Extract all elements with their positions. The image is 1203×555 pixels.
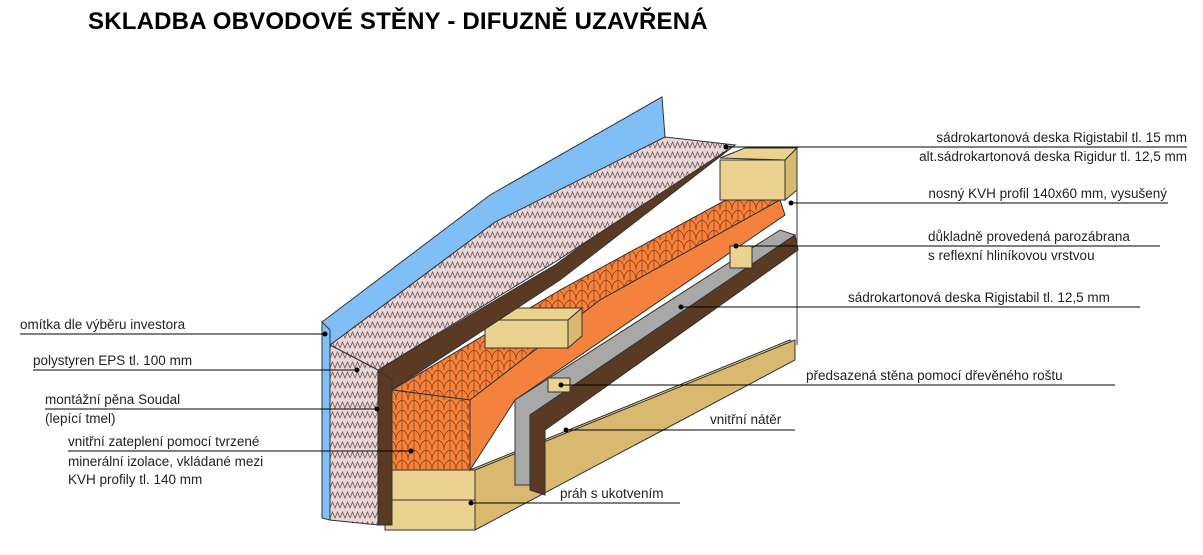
- label-foam: montážní pěna Soudal: [45, 392, 181, 407]
- kvh-block-right-top: [719, 147, 799, 161]
- eps-front: [329, 344, 379, 526]
- label-foam-2: (lepící tmel): [45, 411, 116, 426]
- label-kvh-profile: nosný KVH profil 140x60 mm, vysušený: [928, 186, 1167, 201]
- insulation-side: [469, 199, 786, 472]
- label-gypsum-125: sádrokartonová deska Rigistabil tl. 12,5…: [848, 290, 1110, 305]
- kvh-block-right: [719, 159, 786, 201]
- label-interior-paint: vnitřní nátěr: [710, 412, 782, 427]
- interior-board: [529, 234, 799, 496]
- label-service-wall: předsazená stěna pomocí dřevěného roštu: [806, 368, 1063, 383]
- sill-side: [474, 339, 796, 531]
- kvh-block-front: [484, 319, 569, 349]
- plaster-front: [321, 320, 331, 521]
- board-front: [377, 369, 393, 526]
- label-sill: práh s ukotvením: [560, 486, 664, 501]
- insulation-front: [391, 389, 471, 471]
- label-insulation-2: minerální izolace, vkládané mezi: [68, 454, 264, 469]
- label-gypsum-alt: alt.sádrokartonová deska Rigidur tl. 12,…: [919, 149, 1187, 164]
- page-title: SKLADBA OBVODOVÉ STĚNY - DIFUZNĚ UZAVŘEN…: [88, 8, 708, 35]
- label-eps: polystyren EPS tl. 100 mm: [33, 353, 193, 368]
- label-insulation-3: KVH profily tl. 140 mm: [68, 472, 203, 487]
- batten: [729, 245, 753, 269]
- label-vapour-barrier: důkladně provedená parozábrana: [928, 229, 1130, 244]
- leader-lines: [20, 146, 1187, 504]
- label-insulation: vnitřní zateplení pomocí tvrzené: [68, 434, 260, 449]
- label-vapour-barrier-2: s reflexní hliníkovou vrstvou: [928, 248, 1095, 263]
- label-plaster: omítka dle výběru investora: [20, 317, 186, 332]
- kvh-block-side: [567, 306, 583, 350]
- label-gypsum-15: sádrokartonová deska Rigistabil tl. 15 m…: [936, 130, 1187, 145]
